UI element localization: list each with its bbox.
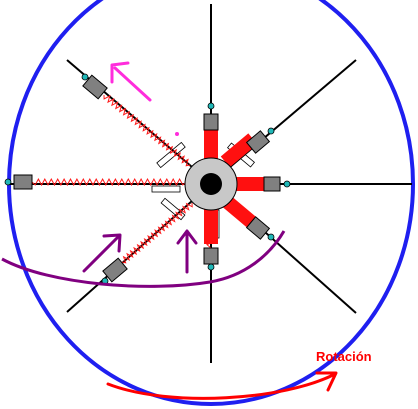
- weight-upper-right: [245, 130, 271, 154]
- joint-left: [4, 178, 12, 186]
- joint-upper-right: [267, 127, 275, 135]
- purple-curve: [1, 230, 286, 288]
- magenta-dot: [175, 132, 179, 136]
- joint-bottom: [207, 263, 215, 271]
- weights: [13, 74, 281, 283]
- rotation-arrow: [106, 371, 338, 400]
- spring-left: [31, 177, 187, 187]
- red-bar-bottom: [204, 204, 218, 244]
- spring-lower-left: [121, 202, 193, 264]
- weight-lower-left: [102, 257, 128, 283]
- joints: [4, 73, 291, 285]
- weight-left: [13, 174, 33, 190]
- rotation-label: Rotación: [316, 349, 372, 364]
- joint-right: [283, 180, 291, 188]
- weight-lower-right: [245, 216, 271, 240]
- red-bar-right: [232, 177, 266, 191]
- red-bar-lower-right: [222, 196, 258, 230]
- weight-bottom: [203, 247, 219, 265]
- weight-top: [203, 113, 219, 131]
- spring-upper-left: [103, 94, 191, 167]
- red-bar-top: [204, 128, 218, 164]
- weight-right: [263, 176, 281, 192]
- purple-arrow-middle: [176, 229, 198, 274]
- magenta-arrow: [110, 61, 152, 102]
- weight-upper-left: [82, 74, 108, 100]
- axle: [200, 173, 222, 195]
- joint-upper-left: [81, 73, 89, 81]
- purple-arrow-left: [82, 233, 122, 273]
- joint-top: [207, 102, 215, 110]
- joint-lower-right: [267, 233, 275, 241]
